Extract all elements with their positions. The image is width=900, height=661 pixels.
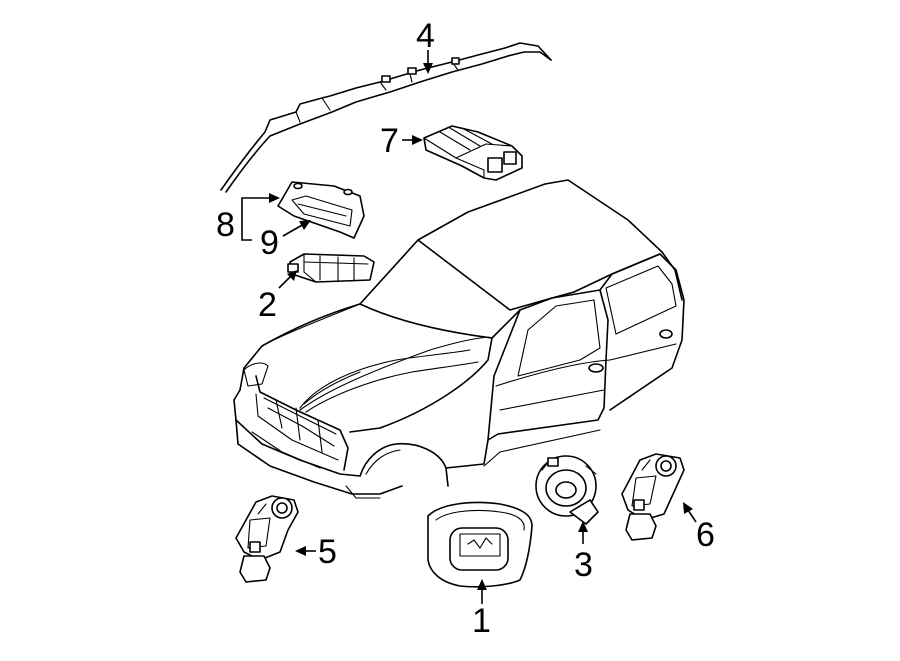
callout-7-leader bbox=[402, 135, 423, 145]
callout-label-8: 8 bbox=[216, 206, 235, 244]
occupant-module-part[interactable] bbox=[423, 125, 523, 181]
callout-8-bracket bbox=[241, 193, 280, 241]
callout-label-9: 9 bbox=[260, 224, 279, 262]
callout-label-3: 3 bbox=[574, 546, 593, 584]
callout-2-leader bbox=[278, 270, 297, 289]
callout-4-leader bbox=[423, 50, 433, 74]
vehicle-body-outline bbox=[233, 179, 685, 499]
impact-sensor-right-part[interactable] bbox=[621, 453, 685, 541]
callout-label-1: 1 bbox=[472, 602, 491, 640]
steering-wheel-airbag-part[interactable] bbox=[427, 501, 533, 588]
callout-label-2: 2 bbox=[258, 286, 277, 324]
callout-1-leader bbox=[477, 579, 487, 604]
impact-sensor-left-part[interactable] bbox=[235, 495, 299, 583]
callout-9-leader bbox=[282, 220, 311, 237]
callout-label-6: 6 bbox=[696, 516, 715, 554]
curtain-airbag-part[interactable] bbox=[220, 42, 552, 193]
callout-label-4: 4 bbox=[416, 17, 435, 55]
callout-label-7: 7 bbox=[380, 122, 399, 160]
callout-3-leader bbox=[578, 521, 588, 544]
callout-label-5: 5 bbox=[318, 533, 337, 571]
overhead-airbag-module-part[interactable] bbox=[277, 181, 365, 239]
callout-6-leader bbox=[683, 502, 697, 523]
control-module-part[interactable] bbox=[287, 253, 375, 283]
callout-5-leader bbox=[295, 546, 316, 556]
clockspring-part[interactable] bbox=[535, 455, 599, 525]
